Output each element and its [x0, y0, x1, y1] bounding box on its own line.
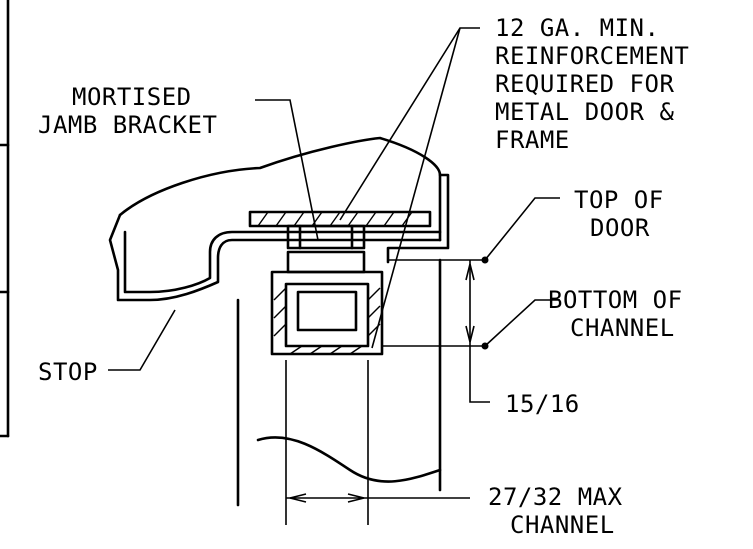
- door-body: [236, 258, 442, 507]
- mortised-label-line2: JAMB BRACKET: [38, 111, 217, 139]
- bottom-of-channel-label-line2: CHANNEL: [570, 314, 675, 342]
- leader-lines: [108, 27, 560, 403]
- channel: [270, 270, 384, 356]
- reinforcement-label-line2: REINFORCEMENT: [495, 42, 689, 70]
- reinforcement-label-line4: METAL DOOR &: [495, 98, 674, 126]
- reinforcement-label-line3: REQUIRED FOR: [495, 70, 674, 98]
- left-border: [0, 0, 10, 438]
- top-of-door-label-line2: DOOR: [590, 214, 650, 242]
- frame-stop-outline: [108, 136, 450, 302]
- reinforcement-label-line5: FRAME: [495, 126, 570, 154]
- channel-dimension-label-line2: CHANNEL: [510, 511, 615, 539]
- top-of-door-label-line1: TOP OF: [574, 186, 664, 214]
- channel-width-dimension: [285, 360, 470, 525]
- stop-label: STOP: [38, 358, 98, 386]
- reinforcement-label-line1: 12 GA. MIN.: [495, 14, 659, 42]
- vertical-dimension-label: 15/16: [505, 390, 580, 418]
- mortised-label-line1: MORTISED: [72, 83, 192, 111]
- bottom-of-channel-label-line1: BOTTOM OF: [548, 286, 683, 314]
- channel-dimension-label-line1: 27/32 MAX: [488, 483, 623, 511]
